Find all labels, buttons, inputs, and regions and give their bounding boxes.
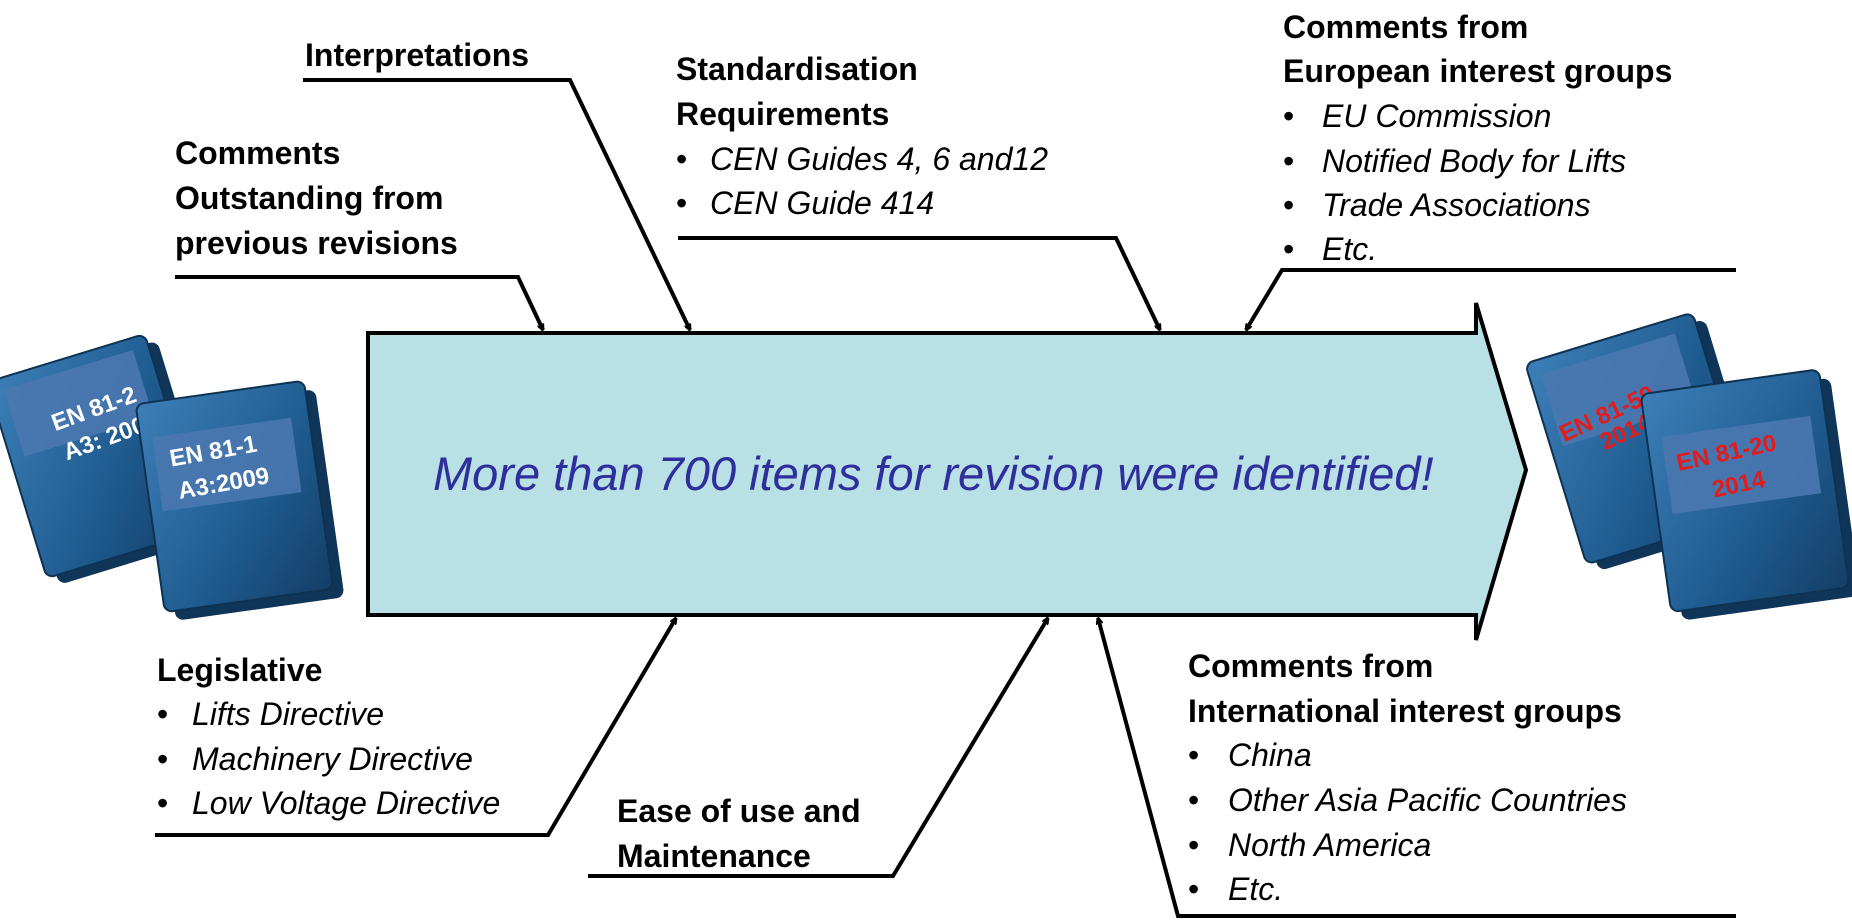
legislative-title: Legislative xyxy=(157,652,322,688)
european-bullet-4: Etc. xyxy=(1322,231,1377,267)
interpretations-title: Interpretations xyxy=(305,37,529,73)
international-bullet-4: Etc. xyxy=(1228,871,1283,907)
book-en81-1 xyxy=(135,380,344,620)
legislative-bullet-dot-3: • xyxy=(157,785,168,821)
standardisation-bullet-2: CEN Guide 414 xyxy=(710,185,934,221)
european-bullet-dot-4: • xyxy=(1283,231,1294,267)
comments-outstanding-title-3: previous revisions xyxy=(175,225,458,261)
standardisation-bullet-dot-2: • xyxy=(676,185,687,221)
european-bullet-2: Notified Body for Lifts xyxy=(1322,143,1626,179)
european-bullet-dot-3: • xyxy=(1283,187,1294,223)
legislative-bullet-1: Lifts Directive xyxy=(192,696,384,732)
european-title-2: European interest groups xyxy=(1283,53,1672,89)
international-bullet-dot-2: • xyxy=(1188,782,1199,818)
legislative-bullet-2: Machinery Directive xyxy=(192,741,473,777)
european-bullet-1: EU Commission xyxy=(1322,98,1551,134)
european-bullet-dot-2: • xyxy=(1283,143,1294,179)
european-bullet-dot-1: • xyxy=(1283,98,1294,134)
connector-comments-outstanding xyxy=(175,275,545,330)
legislative-bullet-dot-1: • xyxy=(157,696,168,732)
international-bullet-dot-3: • xyxy=(1188,827,1199,863)
connector-interpretations xyxy=(303,78,692,330)
ease-title-2: Maintenance xyxy=(617,838,811,874)
legislative-bullet-dot-2: • xyxy=(157,741,168,777)
international-bullet-dot-1: • xyxy=(1188,737,1199,773)
international-title-1: Comments from xyxy=(1188,648,1433,684)
connector-international xyxy=(1098,618,1736,918)
connector-european xyxy=(1244,268,1736,330)
connector-standardisation xyxy=(678,236,1162,330)
european-bullet-3: Trade Associations xyxy=(1322,187,1591,223)
international-bullet-1: China xyxy=(1228,737,1312,773)
main-arrow-text: More than 700 items for revision were id… xyxy=(433,447,1434,500)
international-bullet-3: North America xyxy=(1228,827,1431,863)
standardisation-title-1: Standardisation xyxy=(676,51,918,87)
ease-title-1: Ease of use and xyxy=(617,793,861,829)
international-title-2: International interest groups xyxy=(1188,693,1622,729)
main-arrow xyxy=(366,302,1529,641)
standardisation-title-2: Requirements xyxy=(676,96,889,132)
european-title-1: Comments from xyxy=(1283,9,1528,45)
standardisation-bullet-dot-1: • xyxy=(676,141,687,177)
comments-outstanding-title-1: Comments xyxy=(175,135,340,171)
international-bullet-dot-4: • xyxy=(1188,871,1199,907)
book-en81-20 xyxy=(1640,369,1852,620)
international-bullet-2: Other Asia Pacific Countries xyxy=(1228,782,1627,818)
comments-outstanding-title-2: Outstanding from xyxy=(175,180,443,216)
connector-ease xyxy=(588,618,1050,878)
legislative-bullet-3: Low Voltage Directive xyxy=(192,785,500,821)
connector-legislative xyxy=(155,618,678,837)
standardisation-bullet-1: CEN Guides 4, 6 and12 xyxy=(710,141,1048,177)
